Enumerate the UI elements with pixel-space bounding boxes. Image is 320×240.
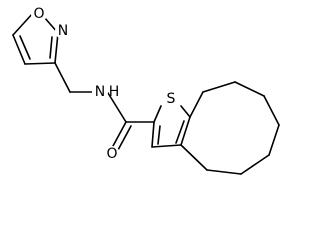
bond-c7a-c3a-double [175,120,185,144]
bond-amide-n-carbonyl-c [107,92,127,123]
isoxazole-oxygen-bg [31,6,47,22]
bond-c3-n2-double [49,36,53,59]
thiophene-sulfur-bg [163,91,179,107]
atom-layer: O N N H S O [31,6,179,162]
bond-c10-c11 [263,95,280,126]
isoxazole-nitrogen-label: N [58,23,68,39]
bond-thiophene-c2-s1 [153,105,162,123]
bond-c7a-c3a [180,116,191,146]
amide-hydrogen-label: H [109,84,120,100]
bond-c5-c4-double [19,35,31,60]
isoxazole-oxygen-label: O [33,6,44,22]
bond-carbonyl-c-o [112,121,127,147]
bond-layer [12,12,280,175]
bond-c13-c14 [206,169,242,175]
bond-c3a-c3 [151,144,182,148]
carbonyl-oxygen-label: O [106,146,117,162]
bond-c8-c9 [202,81,236,93]
amide-nitrogen-bg [92,84,108,100]
bond-s1-c7a [180,105,191,118]
bond-c3-ch2 [54,62,71,93]
bond-c12-c13 [240,154,270,175]
amide-nitrogen-label: N [95,84,105,100]
carbonyl-oxygen-bg [104,146,120,162]
bond-c9-c10 [234,81,265,97]
bond-c11-c12 [268,124,280,156]
bond-c7a-c8 [189,91,204,118]
bond-c5-c4 [12,34,26,65]
bond-c3-n2 [54,32,59,64]
isoxazole-nitrogen-bg [55,23,71,39]
bond-o1-c5 [12,12,34,36]
molecule-canvas: O N N H S O [12,6,280,175]
bond-c4-c3 [24,62,56,65]
bond-c3-c2-double [157,125,161,145]
molecule-structure: O N N H S O [12,6,280,175]
thiophene-sulfur-label: S [167,91,176,107]
bond-c3-c2 [151,121,155,148]
bond-c14-c3a [180,144,208,171]
bond-carbonyl-c-o-double [117,125,132,151]
